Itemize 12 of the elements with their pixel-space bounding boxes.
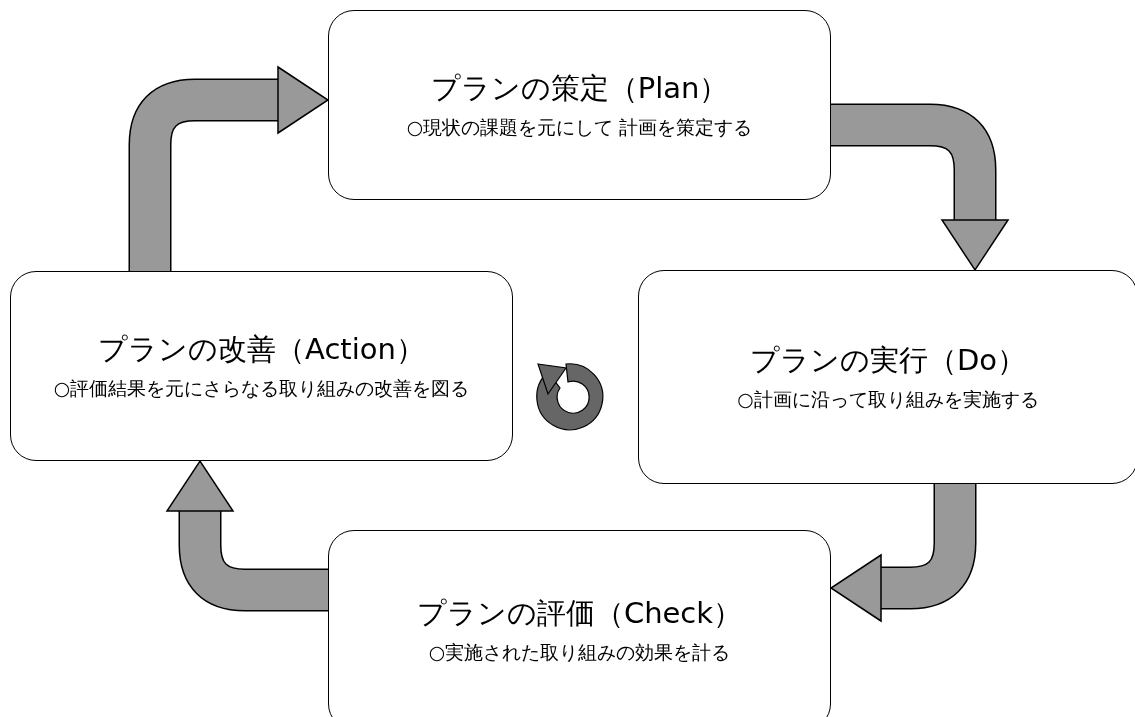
box-heading: プランの策定（Plan） [430,70,729,108]
box-description: ○実施された取り組みの効果を計る [428,640,731,666]
box-heading: プランの評価（Check） [416,595,743,633]
process-box [10,271,513,461]
process-box [328,530,831,717]
box-heading: プランの実行（Do） [749,342,1027,380]
box-description: ○現状の課題を元にして 計画を策定する [406,115,753,141]
process-box [328,10,831,200]
box-description: ○計画に沿って取り組みを実施する [737,387,1039,413]
process-box [638,270,1135,484]
box-description: ○評価結果を元にさらなる取り組みの改善を図る [53,376,470,402]
box-heading: プランの改善（Action） [98,331,425,369]
